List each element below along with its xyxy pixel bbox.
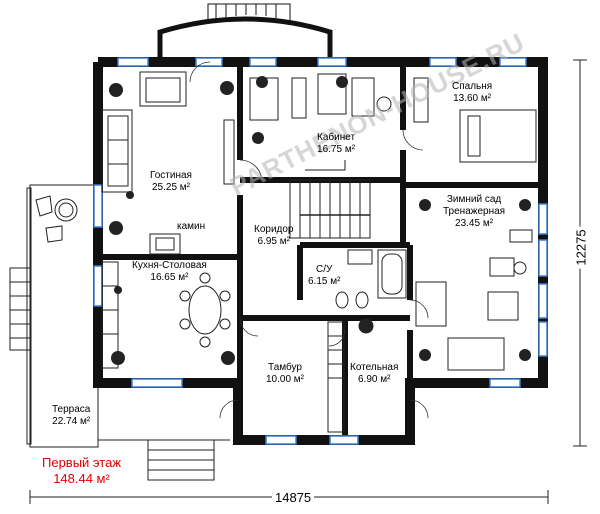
dimension-width: 14875 (272, 490, 315, 505)
plants (109, 76, 531, 365)
terrace-furniture (35, 195, 78, 243)
bay-window (157, 3, 333, 62)
dimension-height: 12275 (573, 226, 589, 269)
kitchen-furniture (101, 261, 231, 369)
doors (189, 61, 429, 419)
gym-furniture (415, 229, 533, 371)
staircase (289, 160, 371, 239)
living-room-furniture (101, 71, 235, 255)
inner-walls (98, 62, 543, 440)
windows (93, 57, 548, 445)
study-furniture (249, 73, 392, 121)
entry-steps (147, 439, 215, 481)
bathroom-fixtures (327, 249, 407, 433)
fireplace-label: камин (177, 221, 206, 232)
bedroom-furniture (413, 77, 537, 163)
